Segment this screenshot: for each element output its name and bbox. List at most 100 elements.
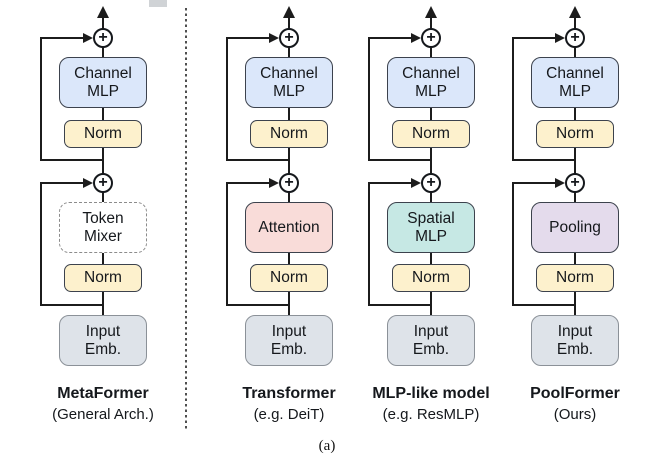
residual-arrow-icon	[555, 178, 565, 188]
residual-line	[512, 304, 575, 306]
residual-arrow-icon	[83, 33, 93, 43]
add-node-icon: +	[565, 173, 585, 193]
figure-caption: (a)	[318, 438, 336, 454]
channel-mlp-box: Channel MLP	[245, 57, 333, 108]
column-title: PoolFormer	[530, 385, 620, 402]
box-label: Channel	[402, 64, 460, 82]
residual-line	[226, 304, 289, 306]
box-label: Attention	[258, 218, 320, 236]
norm-box: Norm	[392, 120, 470, 148]
residual-line	[368, 182, 370, 306]
residual-line	[512, 37, 514, 161]
norm-box: Norm	[250, 264, 328, 292]
box-label: Norm	[556, 125, 594, 142]
box-label: Norm	[556, 269, 594, 286]
box-label: Emb.	[84, 340, 122, 358]
box-label: Emb.	[412, 340, 450, 358]
add-node-icon: +	[421, 173, 441, 193]
residual-line	[40, 37, 42, 161]
residual-line	[226, 159, 289, 161]
residual-line	[226, 182, 271, 184]
residual-line	[226, 182, 228, 306]
residual-line	[368, 37, 413, 39]
box-label: MLP	[415, 82, 447, 100]
box-label: Channel	[546, 64, 604, 82]
residual-line	[512, 182, 514, 306]
output-arrow-icon	[569, 6, 581, 18]
input-embedding-box: Input Emb.	[531, 315, 619, 366]
box-label: Norm	[412, 125, 450, 142]
column-metaformer: + + Channel MLP Norm Token Mixer Norm In…	[28, 0, 178, 467]
dashed-divider-line	[185, 8, 187, 430]
box-label: MLP	[415, 227, 447, 245]
plus-sign: +	[570, 173, 580, 191]
column-subtitle: (General Arch.)	[52, 406, 154, 423]
residual-line	[40, 182, 42, 306]
output-arrow-icon	[97, 6, 109, 18]
input-embedding-box: Input Emb.	[245, 315, 333, 366]
residual-line	[368, 304, 431, 306]
plus-sign: +	[570, 28, 580, 46]
norm-box: Norm	[250, 120, 328, 148]
main-flow-line	[430, 16, 432, 315]
pooling-box: Pooling	[531, 202, 619, 253]
norm-box: Norm	[64, 120, 142, 148]
column-subtitle: (e.g. ResMLP)	[382, 406, 480, 423]
add-node-icon: +	[565, 28, 585, 48]
box-label: Spatial	[407, 209, 455, 227]
box-label: Pooling	[549, 218, 601, 236]
gray-artifact-bar	[149, 0, 167, 7]
add-node-icon: +	[93, 28, 113, 48]
box-label: Norm	[84, 125, 122, 142]
box-label: Token	[82, 209, 124, 227]
residual-line	[368, 159, 431, 161]
norm-box: Norm	[64, 264, 142, 292]
residual-line	[226, 37, 271, 39]
residual-arrow-icon	[555, 33, 565, 43]
main-flow-line	[102, 16, 104, 315]
residual-line	[368, 182, 413, 184]
residual-line	[40, 304, 103, 306]
box-label: Input	[557, 322, 593, 340]
box-label: MLP	[559, 82, 591, 100]
column-subtitle: (Ours)	[553, 406, 597, 423]
add-node-icon: +	[279, 173, 299, 193]
norm-box: Norm	[392, 264, 470, 292]
box-label: Norm	[270, 269, 308, 286]
token-mixer-box: Token Mixer	[59, 202, 147, 253]
residual-line	[226, 37, 228, 161]
box-label: Input	[85, 322, 121, 340]
box-label: Mixer	[84, 227, 122, 245]
column-title: MetaFormer	[57, 385, 149, 402]
channel-mlp-box: Channel MLP	[531, 57, 619, 108]
residual-arrow-icon	[269, 178, 279, 188]
box-label: Emb.	[556, 340, 594, 358]
main-flow-line	[574, 16, 576, 315]
add-node-icon: +	[421, 28, 441, 48]
box-label: MLP	[87, 82, 119, 100]
box-label: Input	[271, 322, 307, 340]
box-label: Input	[413, 322, 449, 340]
plus-sign: +	[284, 28, 294, 46]
norm-box: Norm	[536, 264, 614, 292]
channel-mlp-box: Channel MLP	[59, 57, 147, 108]
residual-line	[40, 159, 103, 161]
column-title: Transformer	[242, 385, 336, 402]
box-label: Channel	[74, 64, 132, 82]
residual-arrow-icon	[83, 178, 93, 188]
residual-line	[40, 37, 85, 39]
add-node-icon: +	[93, 173, 113, 193]
column-transformer: + + Channel MLP Norm Attention Norm Inpu…	[214, 0, 364, 467]
plus-sign: +	[284, 173, 294, 191]
input-embedding-box: Input Emb.	[59, 315, 147, 366]
box-label: MLP	[273, 82, 305, 100]
box-label: Norm	[270, 125, 308, 142]
box-label: Emb.	[270, 340, 308, 358]
column-poolformer: + + Channel MLP Norm Pooling Norm Input …	[500, 0, 650, 467]
plus-sign: +	[426, 173, 436, 191]
plus-sign: +	[426, 28, 436, 46]
residual-arrow-icon	[411, 33, 421, 43]
residual-line	[368, 37, 370, 161]
residual-line	[512, 182, 557, 184]
